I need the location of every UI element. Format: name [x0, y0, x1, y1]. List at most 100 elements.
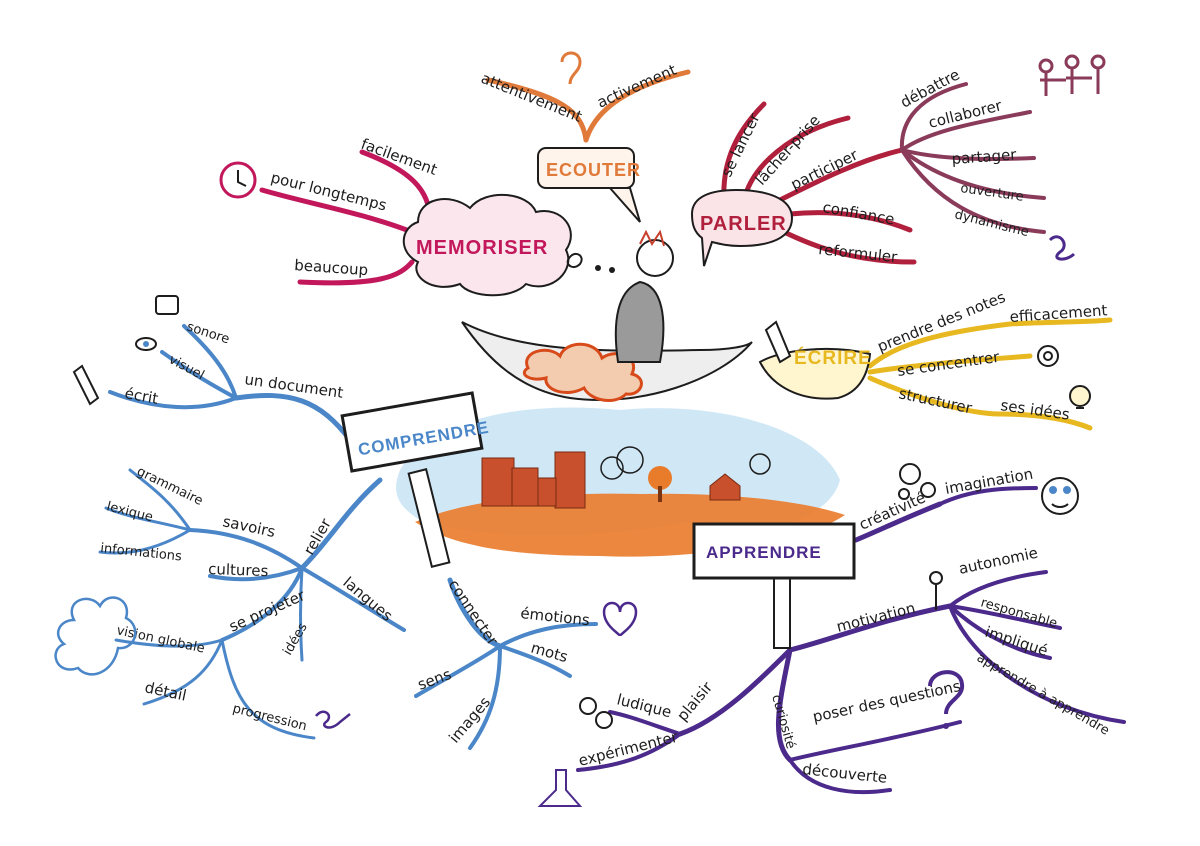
- branch-idees: [299, 566, 304, 662]
- label-ses-idees: ses idées: [999, 396, 1071, 424]
- branch-progression: [220, 638, 316, 740]
- branch-savoirs: [188, 528, 304, 570]
- ecouter-bubble-tail: [607, 187, 641, 223]
- label-imagination: imagination: [944, 465, 1035, 498]
- person-on-carpet: [614, 229, 674, 363]
- label-ouverture: ouverture: [959, 181, 1024, 205]
- branch-se-projeter: [220, 566, 304, 642]
- branch-autonomie: [948, 570, 1048, 608]
- spring-squiggle-icon: [1048, 235, 1076, 261]
- branch-participer: [777, 147, 905, 203]
- people-holding-hands-icon: [1038, 54, 1106, 96]
- branch-poser-des-questions: [788, 720, 962, 762]
- label-vision-globale: vision globale: [115, 623, 206, 656]
- pencil-icon: [764, 320, 792, 364]
- label-reformuler: reformuler: [818, 240, 899, 266]
- branch-detail: [142, 638, 224, 706]
- branch-lexique: [104, 506, 192, 532]
- label-structurer: structurer: [897, 384, 974, 417]
- branch-pour-longtemps: [259, 187, 415, 235]
- bubbles-icon: [898, 463, 936, 500]
- ecrire-group: ÉCRIRE prendre des notes efficacement se…: [758, 288, 1113, 431]
- label-idees: idées: [280, 620, 310, 658]
- label-informations: informations: [100, 541, 183, 564]
- ecrire-paper: [758, 347, 872, 400]
- branch-se-lancer: [721, 101, 767, 203]
- label-progression: progression: [231, 701, 308, 734]
- pencil-icon-comprendre: [72, 364, 100, 406]
- label-activement: activement: [594, 61, 679, 112]
- eye-icon: [135, 337, 157, 351]
- branch-ouverture: [900, 148, 1046, 200]
- branch-ecrit: [108, 390, 238, 410]
- branch-imagination: [938, 486, 1038, 506]
- branch-langues: [300, 566, 406, 632]
- label-se-concentrer: se concentrer: [896, 348, 1001, 380]
- parler-bubble: [690, 188, 794, 267]
- ecouter-hub: ECOUTER: [546, 160, 641, 180]
- label-beaucoup: beaucoup: [294, 256, 369, 279]
- label-attentivement: attentivement: [479, 69, 585, 126]
- branch-relier: [299, 477, 383, 571]
- label-dynamisme: dynamisme: [953, 207, 1030, 240]
- label-langues: langues: [339, 573, 396, 625]
- branch-confiance: [787, 210, 913, 233]
- branch-debattre: [899, 82, 968, 152]
- small-house: [709, 473, 741, 501]
- small-trees: [600, 446, 771, 502]
- branch-ludique: [608, 710, 682, 736]
- cloud-shape-icon: [54, 596, 137, 676]
- comprendre-sign: [340, 391, 484, 473]
- branch-collaborer: [900, 110, 1032, 152]
- label-confiance: confiance: [821, 198, 896, 228]
- branch-emotions: [498, 622, 598, 648]
- memoriser-hub: MEMORISER: [416, 237, 548, 259]
- lightbulb-icon: [1069, 385, 1091, 409]
- branch-dynamisme: [900, 148, 1046, 234]
- branch-plaisir: [677, 647, 793, 737]
- comprendre-sign-post: [407, 468, 451, 568]
- label-curiosite: curiosité: [768, 693, 798, 751]
- label-lexique: lexique: [105, 499, 154, 525]
- branch-reformuler: [777, 227, 917, 265]
- branch-connecter: [447, 577, 503, 649]
- parler-group: PARLER se lancer lâcher-prise participer…: [690, 54, 1106, 267]
- target-icon: [1037, 345, 1059, 367]
- label-motivation: motivation: [835, 599, 918, 636]
- branch-un-document: [233, 393, 353, 443]
- memoriser-cloud: [402, 194, 572, 297]
- branch-se-concentrer: [867, 353, 1033, 375]
- branch-curiosite: [776, 647, 793, 763]
- branch-responsable: [948, 604, 1062, 630]
- ecouter-bubble: [537, 147, 635, 189]
- person-figure-icon: [929, 571, 943, 610]
- branch-informations: [98, 528, 192, 555]
- smiley-faces-icon: [579, 697, 613, 729]
- branch-vision-globale: [114, 638, 224, 648]
- branch-beaucoup: [297, 259, 415, 286]
- branch-prendre-des-notes: [867, 317, 1113, 369]
- label-connecter: connecter: [445, 576, 502, 649]
- apprendre-sign-post: [773, 573, 791, 649]
- thought-squiggle-icon: [566, 252, 615, 273]
- branch-partager: [900, 148, 1036, 162]
- label-apprendre-a-apprendre: apprendre à apprendre: [974, 650, 1112, 738]
- branch-apprendre-a-apprendre: [948, 604, 1126, 724]
- branch-creativite: [853, 501, 943, 543]
- label-autonomie: autonomie: [957, 544, 1039, 578]
- branch-activement: [583, 69, 691, 143]
- heart-icon: [602, 601, 638, 637]
- branch-cultures: [208, 566, 304, 582]
- branch-decouverte: [788, 758, 892, 795]
- label-implique: impliqué: [983, 623, 1050, 660]
- branch-mots: [498, 644, 572, 678]
- branch-sonore: [182, 324, 238, 400]
- speech-bubble-icon: [155, 295, 179, 315]
- branch-structurer: [867, 375, 1093, 431]
- branch-attentivement: [485, 77, 589, 143]
- branch-visuel: [160, 350, 238, 400]
- apprendre-hub: APPRENDRE: [706, 543, 822, 562]
- lab-flask-icon: [537, 769, 583, 807]
- branch-grammaire: [128, 468, 192, 532]
- label-cultures: cultures: [208, 560, 269, 580]
